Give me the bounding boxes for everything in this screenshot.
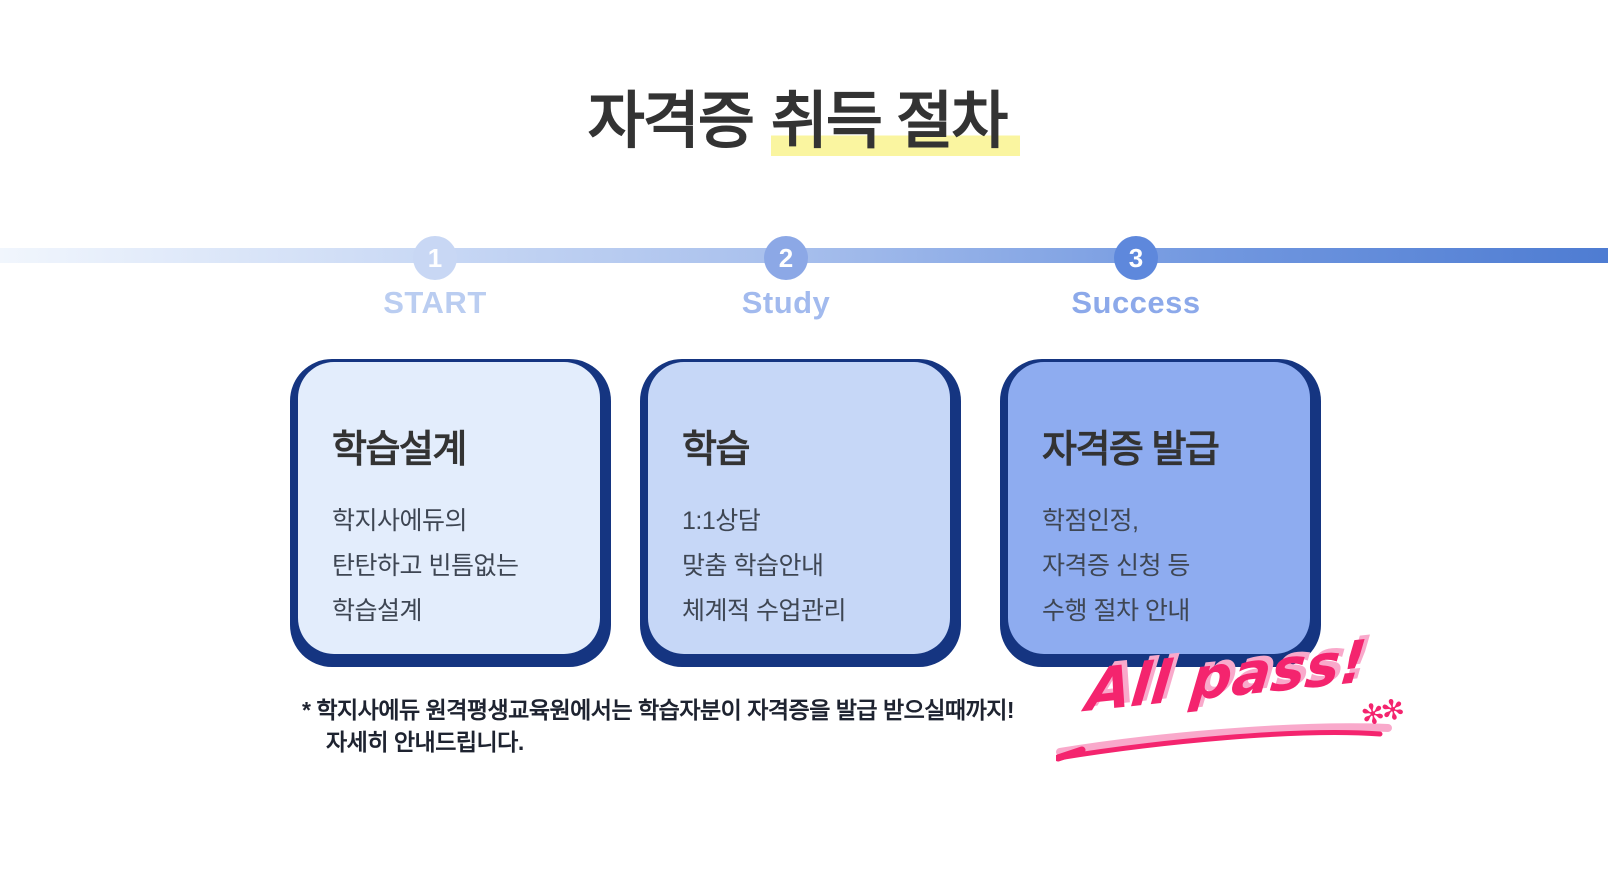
timeline-step-start: 1 START xyxy=(315,236,555,321)
card-1-line-1: 학지사에듀의 xyxy=(332,507,468,535)
card-1-title: 학습설계 xyxy=(332,429,467,471)
all-pass-stamp: All pass! ✻✻ xyxy=(1056,627,1406,765)
card-2-line-2: 맞춤 학습안내 xyxy=(682,552,824,580)
card-learning-design: 학습설계 학지사에듀의 탄탄하고 빈틈없는 학습설계 xyxy=(290,359,611,667)
card-2-line-3: 체계적 수업관리 xyxy=(682,597,846,625)
timeline-step-study: 2 Study xyxy=(666,236,906,321)
card-3-line-2: 자격증 신청 등 xyxy=(1042,552,1190,580)
stamp-underline-strokes xyxy=(1056,723,1392,762)
step-3-label: Success xyxy=(1071,285,1201,320)
step-2-circle: 2 xyxy=(764,236,808,280)
card-learning: 학습 1:1상담 맞춤 학습안내 체계적 수업관리 xyxy=(640,359,961,667)
step-1-circle: 1 xyxy=(413,236,457,280)
step-2-label: Study xyxy=(741,285,831,320)
timeline-step-success: 3 Success xyxy=(1016,236,1256,321)
footnote: * 학지사에듀 원격평생교육원에서는 학습자분이 자격증을 발급 받으실때까지!… xyxy=(302,694,1015,758)
card-3-face: 자격증 발급 학점인정, 자격증 신청 등 수행 절차 안내 xyxy=(1008,362,1310,654)
card-2-line-1: 1:1상담 xyxy=(682,507,761,535)
card-3-line-3: 수행 절차 안내 xyxy=(1042,597,1190,625)
card-1-line-2: 탄탄하고 빈틈없는 xyxy=(332,552,519,580)
page-title-highlighted: 취득 절차 xyxy=(770,87,1021,156)
footnote-line-2: 자세히 안내드립니다. xyxy=(326,729,524,755)
card-1-body: 학지사에듀의 탄탄하고 빈틈없는 학습설계 xyxy=(332,499,580,634)
page-title-plain: 자격증 xyxy=(587,87,755,156)
card-1-face: 학습설계 학지사에듀의 탄탄하고 빈틈없는 학습설계 xyxy=(298,362,600,654)
card-3-body: 학점인정, 자격증 신청 등 수행 절차 안내 xyxy=(1042,499,1290,634)
stamp-text: All pass! xyxy=(1083,626,1370,726)
step-3-circle: 3 xyxy=(1114,236,1158,280)
step-1-label: START xyxy=(383,285,487,320)
card-3-title: 자격증 발급 xyxy=(1042,429,1220,471)
footnote-line-1: * 학지사에듀 원격평생교육원에서는 학습자분이 자격증을 발급 받으실때까지! xyxy=(302,697,1015,723)
card-certificate-issuance: 자격증 발급 학점인정, 자격증 신청 등 수행 절차 안내 xyxy=(1000,359,1321,667)
card-3-line-1: 학점인정, xyxy=(1042,507,1139,535)
card-2-title: 학습 xyxy=(682,429,750,471)
card-2-body: 1:1상담 맞춤 학습안내 체계적 수업관리 xyxy=(682,499,930,634)
stamp-star-doodles: ✻✻ xyxy=(1358,693,1405,732)
card-2-face: 학습 1:1상담 맞춤 학습안내 체계적 수업관리 xyxy=(648,362,950,654)
card-1-line-3: 학습설계 xyxy=(332,597,423,625)
